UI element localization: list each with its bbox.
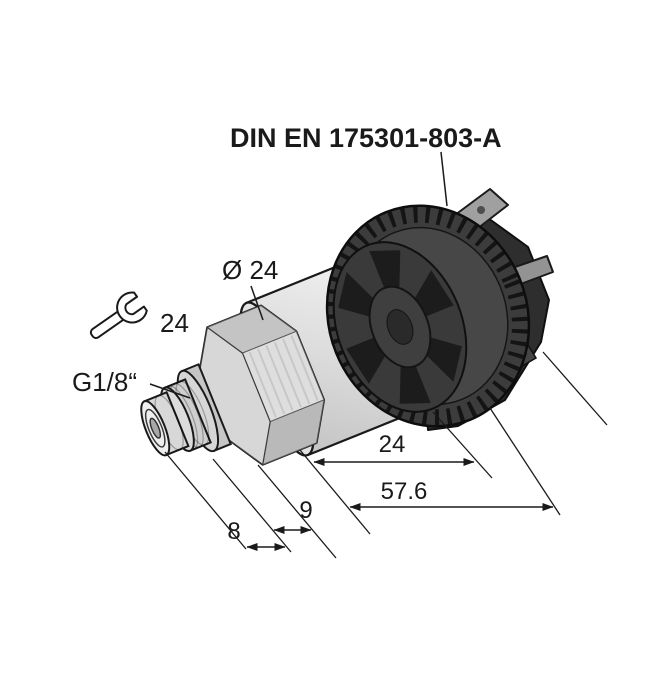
label-thread-size: G1/8“ (72, 367, 137, 397)
connector-face-spokes (338, 250, 462, 404)
hex-hatching (248, 335, 319, 418)
leader-thread (149, 383, 191, 399)
extension-lines (164, 351, 608, 559)
label-connector-standard: DIN EN 175301-803-A (230, 123, 502, 153)
dim-text-port-outer: 9 (299, 497, 312, 524)
leader-standard (440, 151, 448, 207)
dim-text-body: 24 (379, 431, 406, 458)
leader-lines (149, 151, 448, 399)
label-diameter: Ø 24 (222, 255, 278, 285)
leader-diameter (250, 285, 264, 321)
din-connector (325, 188, 554, 431)
dim-text-port-tip: 8 (227, 518, 240, 545)
port-bore (149, 417, 162, 439)
hex-nut-port (140, 304, 326, 466)
wrench-icon (89, 291, 148, 340)
label-wrench-size: 24 (160, 308, 189, 338)
dimension-lines (246, 458, 554, 551)
dim-text-overall: 57.6 (381, 478, 428, 505)
terminal-hole (477, 206, 485, 214)
